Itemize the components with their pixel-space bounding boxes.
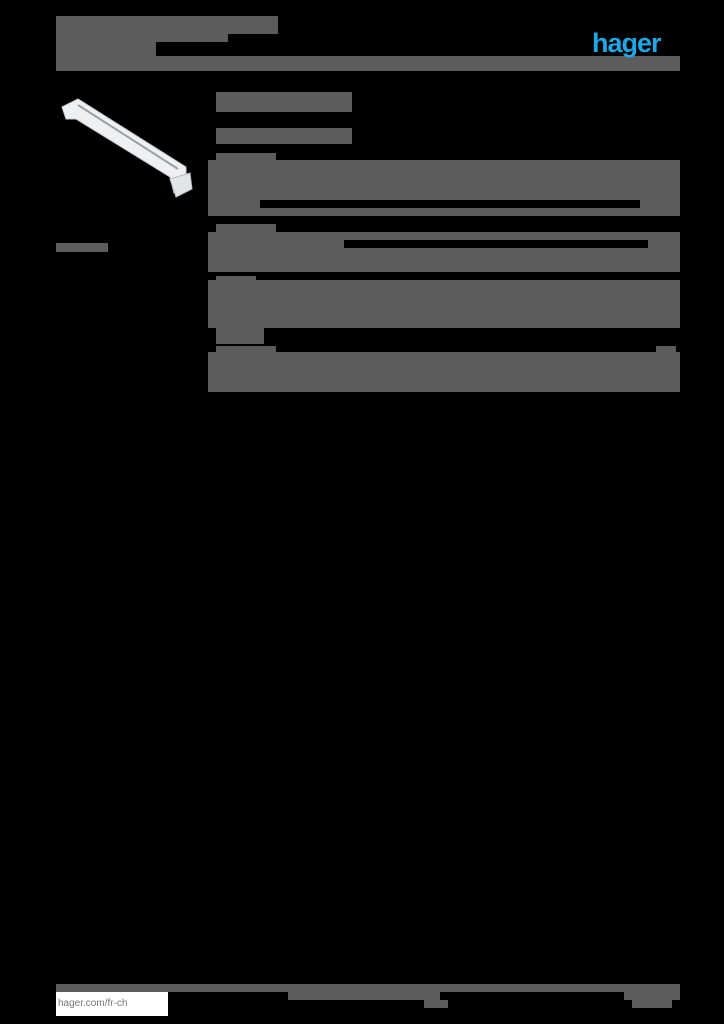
- hager-logo: hager: [592, 28, 662, 58]
- header-title-line2: [56, 34, 228, 42]
- header-divider: [56, 56, 680, 71]
- product-image: [61, 98, 193, 198]
- header-subtitle-block: [56, 42, 156, 56]
- table-2-body: [208, 232, 680, 240]
- product-subtitle-block: [216, 128, 352, 144]
- table-4-header-left: [216, 346, 276, 352]
- table-3-body: [208, 280, 680, 328]
- header-title-block: [56, 16, 278, 34]
- table-1-header: [216, 153, 276, 163]
- footer-website-link[interactable]: hager.com/fr-ch: [56, 992, 168, 1016]
- side-label-block: [56, 243, 108, 252]
- footer-center-text-tail: [424, 1000, 448, 1008]
- table-2-header: [216, 224, 276, 234]
- table-2-footer: [208, 248, 680, 272]
- footer-page-info-line2: [632, 1000, 672, 1008]
- table-4-header-right: [656, 346, 676, 352]
- table-2-row-right: [648, 240, 680, 248]
- table-2-row-left: [208, 240, 344, 248]
- table-1-row-right: [640, 200, 680, 208]
- footer-page-info: [624, 992, 680, 1000]
- table-1-footer: [208, 208, 680, 216]
- table-3-tail: [216, 328, 264, 344]
- footer-divider: [56, 984, 680, 992]
- footer-center-text: [288, 992, 440, 1000]
- table-1-row-left: [208, 200, 260, 208]
- table-4-body: [208, 352, 680, 392]
- table-1-body: [208, 160, 680, 200]
- product-name-block: [216, 92, 352, 112]
